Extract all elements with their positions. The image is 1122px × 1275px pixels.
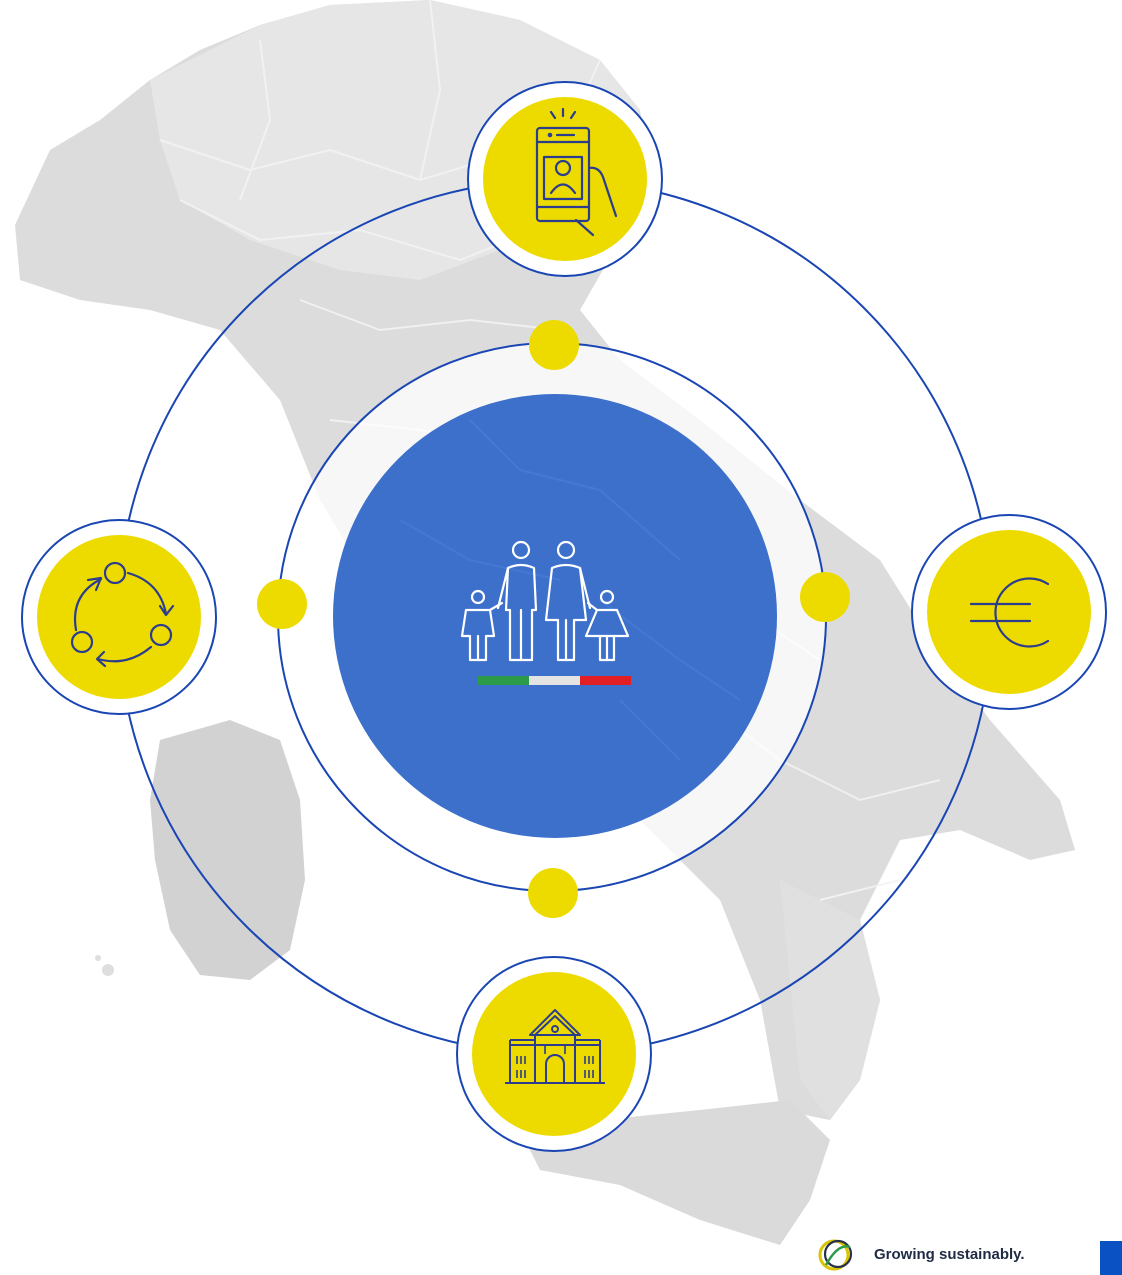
center-map-texture [399, 419, 741, 761]
connector-dot-right [800, 572, 850, 622]
node-top [467, 81, 663, 277]
islet [95, 955, 101, 961]
italian-flag-stripe [478, 676, 631, 685]
node-right [911, 514, 1107, 710]
connector-dot-left [257, 579, 307, 629]
node-bottom [456, 956, 652, 1152]
center-circle [333, 394, 777, 838]
islet [102, 964, 114, 976]
brand-square [1100, 1241, 1122, 1275]
south-italy-region [780, 880, 880, 1120]
center-node [333, 394, 777, 838]
smartphone-user-icon [535, 107, 618, 237]
family-icon [460, 540, 630, 662]
connector-dot-top [529, 320, 579, 370]
footer-slogan: Growing sustainably. [874, 1246, 1025, 1263]
connector-dot-bottom [528, 868, 578, 918]
cycle-arrows-icon [70, 561, 175, 668]
growing-sustainably-logo [818, 1239, 853, 1271]
school-building-icon [505, 1009, 605, 1084]
sardinia-island [150, 720, 305, 980]
euro-icon [969, 577, 1050, 648]
footer: Growing sustainably. [792, 1235, 1122, 1275]
node-left [21, 519, 217, 715]
